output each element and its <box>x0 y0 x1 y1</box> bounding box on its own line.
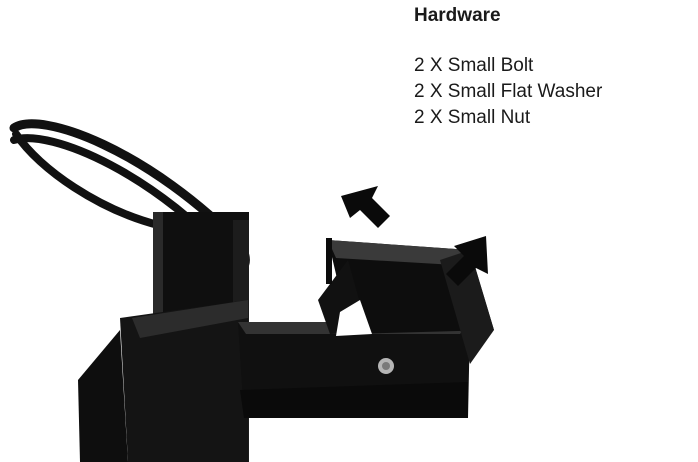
hardware-list: 2 X Small Bolt 2 X Small Flat Washer 2 X… <box>414 53 602 131</box>
arrow-down-right-icon <box>446 236 488 286</box>
hardware-item-bolt: 2 X Small Bolt <box>414 55 534 76</box>
base-bracket <box>78 300 248 462</box>
tilt-cradle <box>318 238 494 364</box>
arrow-up-left-icon <box>341 186 390 228</box>
hardware-title: Hardware <box>414 5 501 26</box>
main-frame <box>238 322 470 418</box>
hardware-item-nut: 2 X Small Nut <box>414 107 531 128</box>
hardware-item-washer: 2 X Small Flat Washer <box>414 81 603 102</box>
hardware-panel: Hardware 2 X Small Bolt 2 X Small Flat W… <box>414 3 602 131</box>
bolt-icon <box>378 358 394 374</box>
